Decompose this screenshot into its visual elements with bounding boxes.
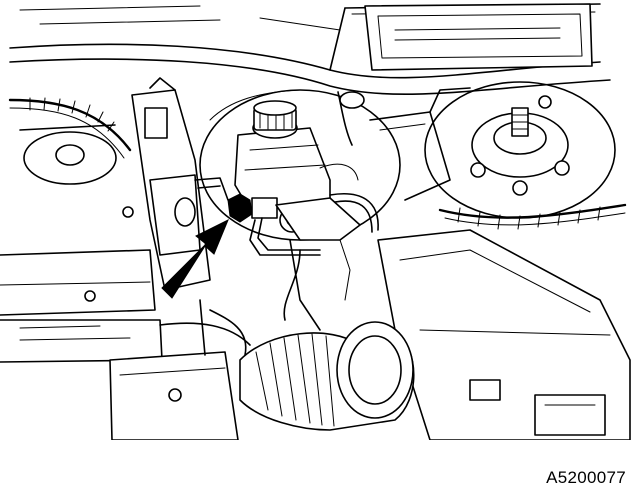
air-filter-housing: [377, 229, 631, 440]
brake-fluid-reservoir: [234, 100, 331, 211]
left-strut-mount: [19, 124, 117, 185]
figure-reference-code: A5200077: [546, 468, 626, 487]
brake-fluid-level-sensor-connector: [227, 193, 361, 241]
brake-pipes: [194, 163, 379, 256]
engine-mount-bracket: [122, 77, 211, 291]
battery-box: [364, 3, 593, 71]
front-body-panel: [0, 249, 163, 363]
fuse-box: [109, 299, 247, 440]
strut-tower-mount: [424, 81, 616, 219]
intake-duct: [239, 321, 415, 431]
pointer-arrow: [161, 218, 229, 299]
expansion-tank: [369, 87, 471, 201]
wiring-loom-right: [438, 203, 627, 230]
wiring-loom-left: [8, 97, 132, 159]
engine-bay-line-drawing: [0, 3, 631, 440]
misc-cables: [159, 91, 365, 346]
